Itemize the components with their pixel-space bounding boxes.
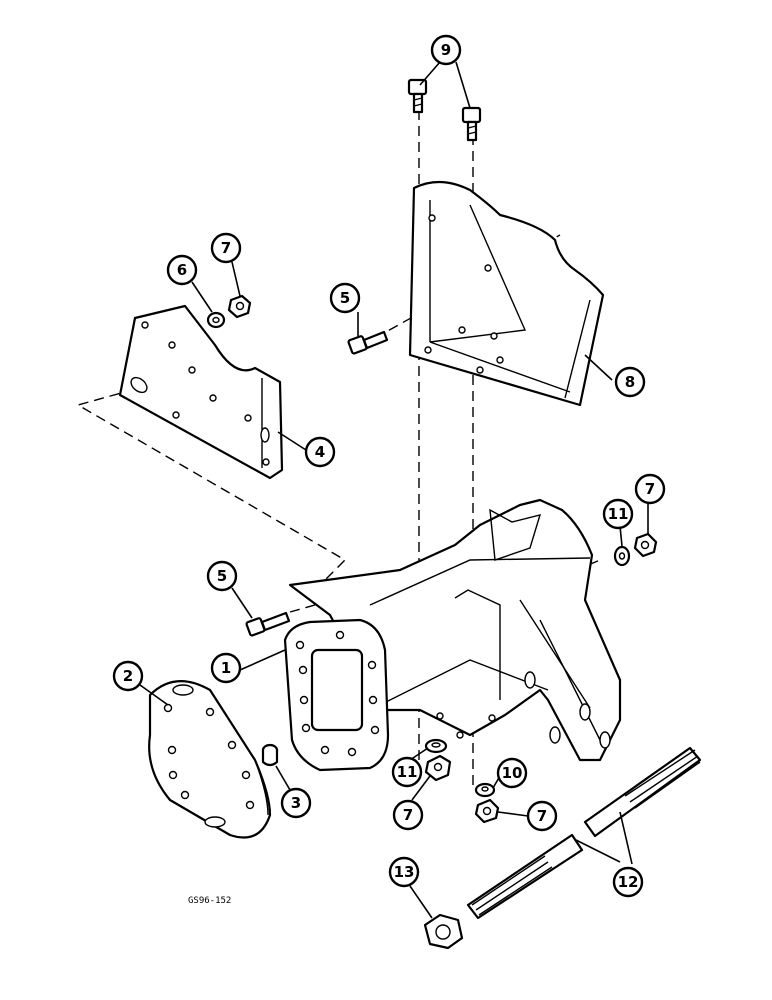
svg-text:3: 3	[291, 794, 301, 812]
nut-7-lower-left	[424, 754, 452, 782]
svg-text:7: 7	[537, 807, 547, 825]
svg-text:2: 2	[123, 667, 133, 685]
cover-plate	[148, 680, 272, 839]
callout-7-lower-left: 7	[392, 799, 424, 831]
washer-10	[474, 782, 496, 798]
callout-9: 9	[430, 34, 462, 66]
svg-text:1: 1	[221, 659, 231, 677]
svg-text:7: 7	[645, 480, 655, 498]
figure-reference-code: GS96-152	[188, 896, 231, 906]
nut-13	[423, 913, 464, 950]
svg-text:7: 7	[403, 806, 413, 824]
svg-text:5: 5	[217, 567, 227, 585]
callout-12: 12	[612, 866, 644, 898]
svg-text:9: 9	[441, 41, 451, 59]
callout-2: 2	[112, 660, 144, 692]
washer-6	[206, 311, 226, 329]
callout-7-right: 7	[634, 473, 666, 505]
nut-7-upper	[227, 294, 252, 319]
callout-6: 6	[166, 254, 198, 286]
leader-lines	[139, 61, 649, 919]
callout-3: 3	[280, 787, 312, 819]
callout-5-lower: 5	[206, 560, 238, 592]
callout-4: 4	[304, 436, 336, 468]
callout-7-lower-right: 7	[526, 800, 558, 832]
washer-11-lower	[424, 738, 448, 754]
callout-1: 1	[210, 652, 242, 684]
svg-text:7: 7	[221, 239, 231, 257]
bolt-right-top	[461, 106, 482, 142]
spacer-3	[261, 743, 279, 767]
bolt-5-lower	[245, 611, 291, 637]
bolt-5-upper	[347, 330, 389, 355]
bolt-left-top	[407, 78, 428, 114]
callout-10: 10	[496, 757, 528, 789]
washer-11-right	[613, 545, 631, 567]
svg-text:10: 10	[502, 764, 523, 782]
callout-13: 13	[388, 856, 420, 888]
frame-flange	[283, 618, 390, 772]
svg-text:13: 13	[394, 863, 415, 881]
callout-5-upper: 5	[329, 282, 361, 314]
bracket-upper	[408, 180, 605, 407]
threaded-rod-lower	[466, 833, 584, 920]
svg-text:4: 4	[315, 443, 325, 461]
svg-text:12: 12	[618, 873, 639, 891]
callout-11-lower: 11	[391, 756, 423, 788]
callout-8: 8	[614, 366, 646, 398]
svg-text:11: 11	[397, 763, 418, 781]
svg-text:11: 11	[608, 505, 629, 523]
svg-text:5: 5	[340, 289, 350, 307]
nut-7-right	[633, 532, 658, 558]
callout-11-right: 11	[602, 498, 634, 530]
nut-7-lower-right	[474, 798, 500, 824]
callout-7-upper: 7	[210, 232, 242, 264]
side-plate	[118, 304, 284, 480]
threaded-rod-upper	[583, 746, 702, 838]
svg-text:8: 8	[625, 373, 635, 391]
svg-text:6: 6	[177, 261, 187, 279]
